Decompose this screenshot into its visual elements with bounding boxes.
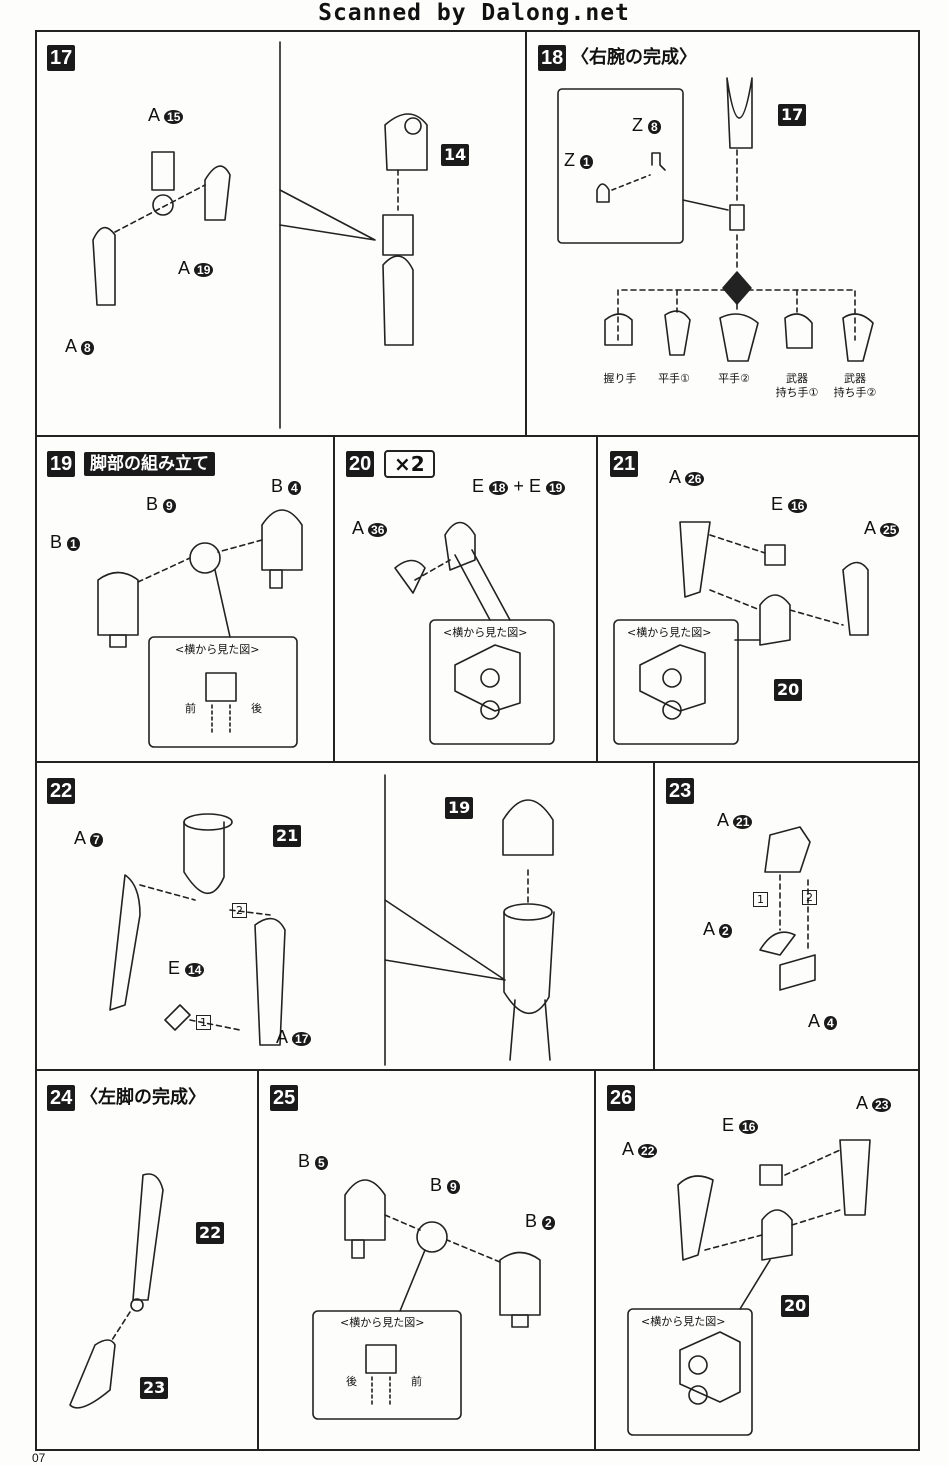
part-label-a17: A 17 bbox=[276, 1027, 312, 1050]
part-label-a25: A 25 bbox=[864, 518, 900, 541]
step-19-title: 脚部の組み立て bbox=[84, 452, 215, 476]
side-view-label-21: <横から見た図> bbox=[627, 626, 712, 639]
panel-step-26 bbox=[594, 1069, 920, 1451]
ref-step-22: 22 bbox=[196, 1222, 225, 1244]
step-24-title: 〈左脚の完成〉 bbox=[80, 1087, 206, 1108]
part-label-a15: A 15 bbox=[148, 105, 184, 128]
side-view-label-25: <横から見た図> bbox=[340, 1316, 425, 1329]
part-label-a36: A 36 bbox=[352, 518, 388, 541]
part-label-b1: B 1 bbox=[50, 532, 80, 555]
front-label-25: 前 bbox=[411, 1375, 422, 1388]
scan-credit: Scanned by Dalong.net bbox=[318, 0, 630, 26]
step-number-18: 18 bbox=[538, 45, 567, 71]
part-label-z8: Z 8 bbox=[632, 115, 661, 138]
step-number-17: 17 bbox=[47, 45, 76, 71]
part-label-a7: A 7 bbox=[74, 828, 103, 851]
hand-weapon-1: 武器 持ち手① bbox=[775, 372, 819, 399]
step-number-23: 23 bbox=[666, 778, 695, 804]
part-label-e14: E 14 bbox=[168, 958, 205, 981]
part-label-e18-e19: E 18 + E 19 bbox=[472, 476, 566, 499]
back-label-19: 後 bbox=[251, 702, 262, 715]
part-label-e16-26: E 16 bbox=[722, 1115, 759, 1138]
part-label-a21: A 21 bbox=[717, 810, 753, 833]
step-number-19: 19 bbox=[47, 451, 76, 477]
ref-step-23: 23 bbox=[140, 1377, 169, 1399]
ref-step-21: 21 bbox=[273, 825, 302, 847]
part-label-b2: B 2 bbox=[525, 1211, 555, 1234]
ref-step-19: 19 bbox=[445, 797, 474, 819]
step-number-20: 20 bbox=[346, 451, 375, 477]
part-label-a4: A 4 bbox=[808, 1011, 837, 1034]
part-label-a2: A 2 bbox=[703, 919, 732, 942]
part-label-a19: A 19 bbox=[178, 258, 214, 281]
side-view-label-19: <横から見た図> bbox=[175, 643, 260, 656]
part-label-b9-25: B 9 bbox=[430, 1175, 460, 1198]
side-view-label-20: <横から見た図> bbox=[443, 626, 528, 639]
ref-step-17: 17 bbox=[778, 104, 807, 126]
ref-step-14: 14 bbox=[441, 144, 470, 166]
part-label-b4: B 4 bbox=[271, 476, 301, 499]
ref-step-20-26: 20 bbox=[781, 1295, 810, 1317]
order-1-box-23: 1 bbox=[753, 892, 768, 907]
part-label-e16: E 16 bbox=[771, 494, 808, 517]
part-label-a8: A 8 bbox=[65, 336, 94, 359]
step-number-21: 21 bbox=[610, 451, 639, 477]
back-label-25: 後 bbox=[346, 1375, 357, 1388]
step-number-25: 25 bbox=[270, 1085, 299, 1111]
step-number-24: 24 bbox=[47, 1085, 76, 1111]
part-label-a23: A 23 bbox=[856, 1093, 892, 1116]
front-label-19: 前 bbox=[185, 702, 196, 715]
side-view-label-26: <横から見た図> bbox=[641, 1315, 726, 1328]
part-label-b9: B 9 bbox=[146, 494, 176, 517]
part-label-a22: A 22 bbox=[622, 1139, 658, 1162]
order-1-box-22: 1 bbox=[196, 1015, 211, 1030]
part-label-z1: Z 1 bbox=[564, 150, 593, 173]
order-2-box-22: 2 bbox=[232, 903, 247, 918]
hand-weapon-2: 武器 持ち手② bbox=[833, 372, 877, 399]
step-number-22: 22 bbox=[47, 778, 76, 804]
hand-flat-1: 平手① bbox=[658, 372, 690, 385]
part-label-b5: B 5 bbox=[298, 1151, 328, 1174]
hand-grip: 握り手 bbox=[603, 372, 637, 385]
ref-step-20: 20 bbox=[774, 679, 803, 701]
step-18-title: 〈右腕の完成〉 bbox=[571, 47, 697, 68]
times-two-badge: ×2 bbox=[384, 450, 435, 478]
page-number: 07 bbox=[32, 1451, 46, 1465]
step-number-26: 26 bbox=[607, 1085, 636, 1111]
order-2-box-23: 2 bbox=[802, 890, 817, 905]
part-label-a26: A 26 bbox=[669, 467, 705, 490]
hand-flat-2: 平手② bbox=[718, 372, 750, 385]
